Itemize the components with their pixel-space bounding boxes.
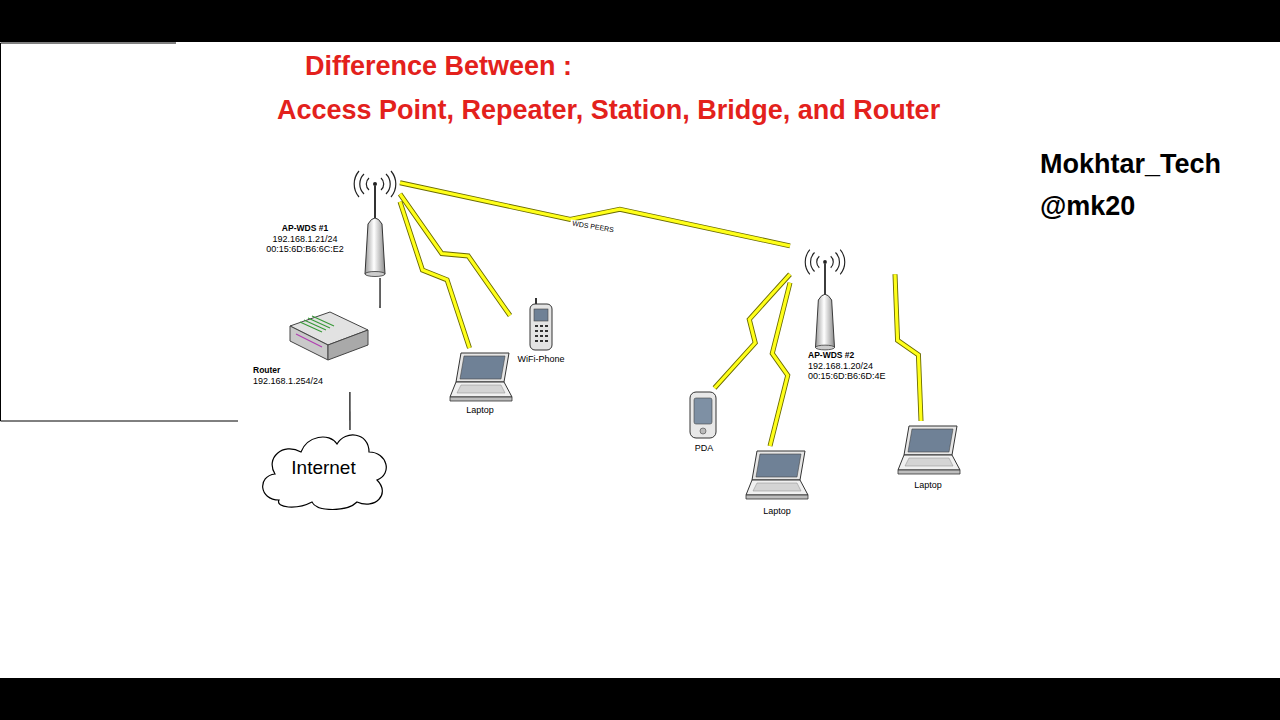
wifi-phone-icon <box>530 298 552 350</box>
access-point: AP-WDS #2192.168.1.20/2400:15:6D:B6:6D:4… <box>790 243 895 385</box>
laptop: Laptop <box>445 348 515 422</box>
wan-cable <box>349 392 350 430</box>
router-side <box>328 330 368 360</box>
top-bar <box>0 0 1280 42</box>
pda-screen <box>694 398 712 424</box>
wifi-link <box>770 283 790 446</box>
author-name: Mokhtar_Tech <box>1040 149 1221 180</box>
node-label-group: Laptop <box>742 506 812 516</box>
node-label-group: PDA <box>683 443 725 453</box>
device-name: Laptop <box>893 480 963 490</box>
bottom-bar <box>0 678 1280 720</box>
author-handle: @mk20 <box>1040 191 1135 222</box>
pda-icon <box>690 392 716 438</box>
frame-lines <box>1 43 239 421</box>
router-icon <box>290 312 368 360</box>
bolt-fill <box>770 283 790 446</box>
link-label: WDS PEERS <box>570 220 617 235</box>
router: Router192.168.1.254/24 <box>250 308 385 392</box>
wds-link <box>400 183 790 246</box>
device-name: AP-WDS #2 <box>808 351 895 361</box>
access-point-1-icon <box>354 171 396 277</box>
laptop: Laptop <box>742 446 812 520</box>
bolt-outline <box>400 202 470 348</box>
device-name: WiFi-Phone <box>510 354 572 364</box>
wifi-link <box>400 202 470 348</box>
cable-line <box>349 392 350 430</box>
bolt-fill <box>400 183 790 246</box>
pda-body <box>690 392 716 438</box>
device-name: Internet <box>257 457 390 479</box>
wifi-phone: WiFi-Phone <box>510 293 572 368</box>
device-name: Laptop <box>742 506 812 516</box>
title-text: Difference Between : <box>305 51 572 82</box>
phone-keys <box>535 326 548 341</box>
node-label-group: Laptop <box>893 480 963 490</box>
laptop-3-icon <box>898 426 960 474</box>
device-detail: 192.168.1.254/24 <box>253 376 348 386</box>
phone-body <box>530 304 552 350</box>
node-label-group: AP-WDS #2192.168.1.20/2400:15:6D:B6:6D:4… <box>808 351 895 381</box>
bolt-fill <box>400 202 470 348</box>
node-label-group: Laptop <box>445 405 515 415</box>
device-name: PDA <box>683 443 725 453</box>
cable-line <box>379 278 380 308</box>
access-point: AP-WDS #1192.168.1.21/2400:15:6D:B6:6C:E… <box>250 166 400 278</box>
laptop-1-icon <box>450 353 512 401</box>
access-point-2-icon <box>805 250 845 350</box>
device-detail: 00:15:6D:B6:6D:4E <box>808 371 895 381</box>
device-name: AP-WDS #1 <box>250 224 360 234</box>
bolt-fill <box>895 274 921 421</box>
node-label-group: Router192.168.1.254/24 <box>253 366 348 386</box>
bolt-outline <box>895 274 921 421</box>
device-name: Router <box>253 366 348 376</box>
bolt-fill <box>400 194 510 316</box>
device-detail: 192.168.1.21/24 <box>250 234 360 244</box>
router-stripes <box>300 316 334 332</box>
pda: PDA <box>683 388 725 458</box>
wifi-link <box>400 194 510 316</box>
wifi-link <box>895 274 921 421</box>
node-label-group: WiFi-Phone <box>510 354 572 364</box>
internet-cloud: Internet <box>257 430 390 510</box>
device-detail: 192.168.1.20/24 <box>808 361 895 371</box>
subtitle-text: Access Point, Repeater, Station, Bridge,… <box>277 95 940 126</box>
ethernet-cable <box>380 278 381 308</box>
device-name: Laptop <box>445 405 515 415</box>
bolt-outline <box>400 194 510 316</box>
device-detail: 00:15:6D:B6:6C:E2 <box>250 244 360 254</box>
laptop-2-icon <box>746 451 808 499</box>
router-leds <box>296 334 322 347</box>
phone-screen <box>534 309 548 321</box>
pda-button <box>700 428 706 434</box>
bolt-outline <box>400 183 790 246</box>
bolt-outline <box>770 283 790 446</box>
router-front <box>290 326 328 360</box>
node-label-group: AP-WDS #1192.168.1.21/2400:15:6D:B6:6C:E… <box>250 224 360 254</box>
node-label-group: Internet <box>257 457 390 479</box>
laptop: Laptop <box>893 421 963 495</box>
